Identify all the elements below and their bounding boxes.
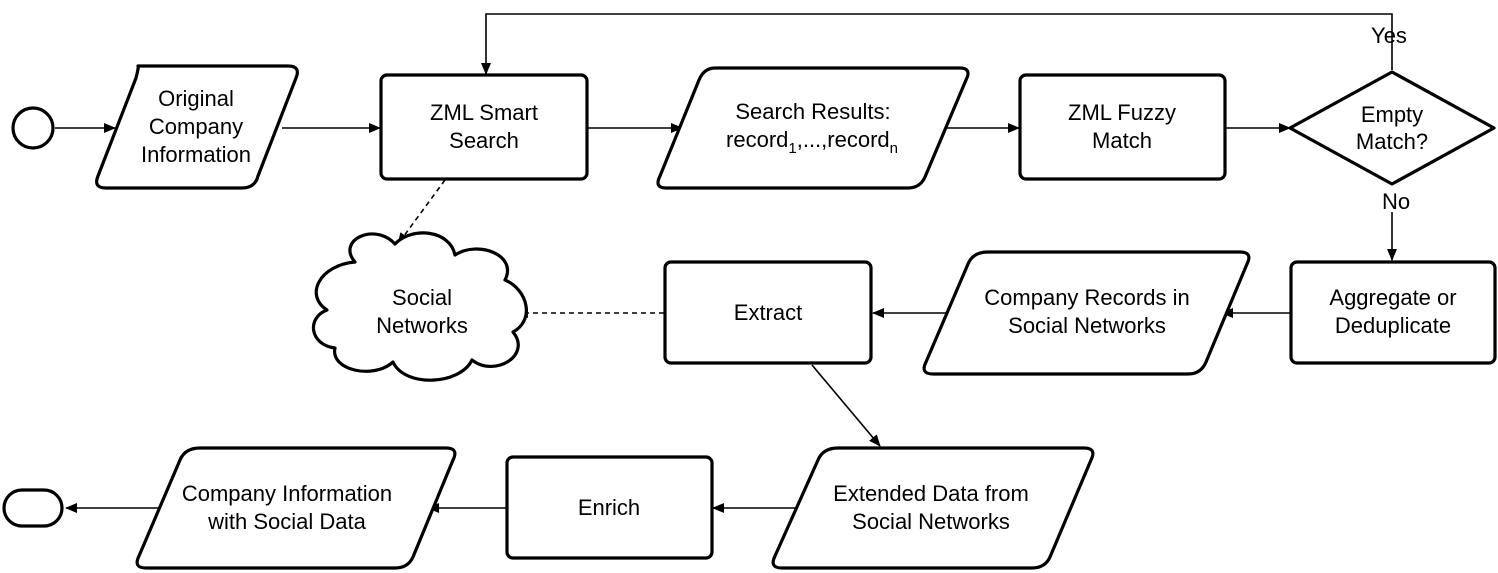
original-info-line-3: Information <box>141 142 251 167</box>
edge-search-social-dashed <box>397 168 456 245</box>
record-subscript-1: 1 <box>788 140 796 157</box>
record-text-a: record <box>726 127 788 152</box>
edge-yes-loop <box>481 13 1393 75</box>
aggregate-line-2: Deduplicate <box>1335 313 1451 338</box>
extended-data-line-1: Extended Data from <box>833 481 1029 506</box>
social-networks-line-2: Networks <box>376 313 468 338</box>
company-social-line-2: with Social Data <box>207 509 367 534</box>
edge-extract-to-extended <box>811 364 881 447</box>
node-company-records: Company Records in Social Networks <box>922 250 1251 376</box>
enrich-label: Enrich <box>578 495 640 520</box>
node-search-results: Search Results: record1,...,recordn <box>656 66 970 190</box>
company-records-line-1: Company Records in <box>984 285 1189 310</box>
record-subscript-n: n <box>890 140 898 157</box>
search-results-line-2: record1,...,recordn <box>726 127 898 157</box>
company-records-line-2: Social Networks <box>1008 313 1166 338</box>
record-text-mid: ,...,record <box>797 127 890 152</box>
node-enrich: Enrich <box>505 455 714 560</box>
node-aggregate: Aggregate or Deduplicate <box>1289 260 1497 365</box>
original-info-line-2: Company <box>149 114 243 139</box>
node-company-social-data: Company Information with Social Data <box>135 446 457 570</box>
node-extract: Extract <box>663 260 873 365</box>
smart-search-line-2: Search <box>449 128 519 153</box>
empty-match-line-1: Empty <box>1361 102 1423 127</box>
label-yes: Yes <box>1371 23 1407 48</box>
edges <box>55 13 1397 513</box>
extended-data-line-2: Social Networks <box>852 509 1010 534</box>
label-no: No <box>1382 189 1410 214</box>
original-info-line-1: Original <box>158 86 234 111</box>
extract-label: Extract <box>734 300 802 325</box>
end-event-terminator <box>2 488 64 528</box>
fuzzy-match-line-2: Match <box>1092 128 1152 153</box>
start-event-circle <box>11 106 55 150</box>
aggregate-line-1: Aggregate or <box>1329 285 1456 310</box>
company-social-line-1: Company Information <box>182 481 392 506</box>
empty-match-line-2: Match? <box>1356 129 1428 154</box>
search-results-line-1: Search Results: <box>735 99 890 124</box>
smart-search-line-1: ZML Smart <box>430 100 538 125</box>
social-networks-line-1: Social <box>392 285 452 310</box>
fuzzy-match-line-1: ZML Fuzzy <box>1068 100 1176 125</box>
